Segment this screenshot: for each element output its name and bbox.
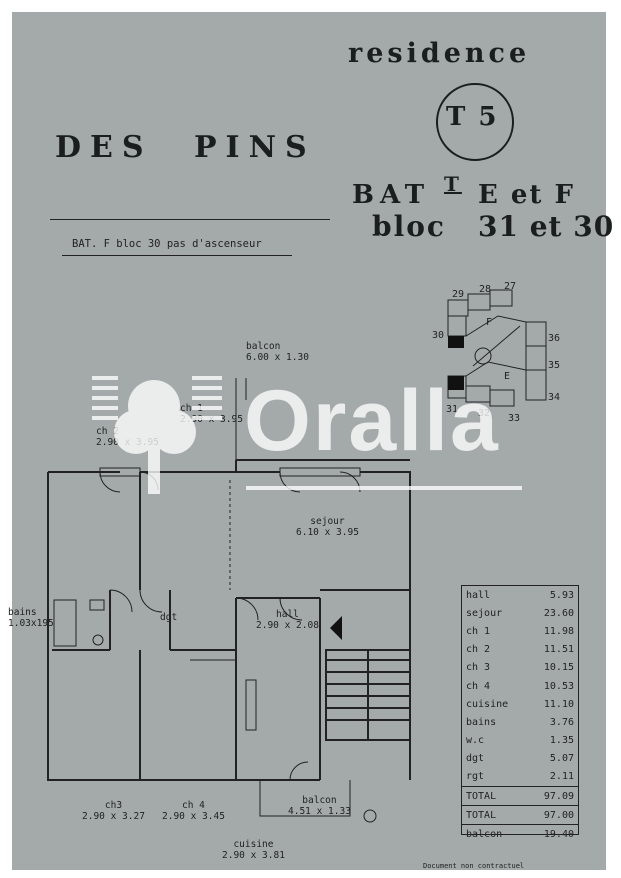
bat-prefix: BAT [352, 180, 431, 210]
plan-sheet [12, 12, 606, 870]
site-plan [447, 289, 547, 407]
type-circle [436, 83, 514, 161]
watermark-text: Oralla [244, 373, 500, 469]
title-rule [50, 219, 330, 220]
site-letter-f: F [486, 317, 493, 328]
watermark-underline [246, 486, 522, 490]
site-num-35: 35 [548, 360, 561, 371]
floor-plan [47, 378, 411, 823]
site-num-33: 33 [508, 413, 521, 424]
type-code: T 5 [446, 102, 499, 132]
site-letter-e: E [504, 371, 511, 382]
bloc-label: bloc [372, 210, 446, 243]
watermark-tree-icon [92, 376, 222, 494]
footer-note: Document non contractuel [423, 862, 525, 870]
bloc-value: 31 et 30 [478, 210, 615, 243]
plan-subtitle: BAT. F bloc 30 pas d'ascenseur [72, 238, 262, 250]
site-num-31: 31 [446, 404, 459, 415]
site-num-28: 28 [479, 284, 492, 295]
site-num-36: 36 [548, 333, 561, 344]
bat-super: T [444, 172, 462, 196]
site-num-30: 30 [432, 330, 445, 341]
site-num-29: 29 [452, 289, 465, 300]
room-dgt: dgt [160, 612, 178, 623]
residence-name: DES PINS [55, 130, 316, 165]
site-num-32: 32 [478, 408, 491, 419]
site-num-27: 27 [504, 281, 517, 292]
residence-label: residence [348, 38, 531, 69]
subtitle-underline [62, 255, 292, 256]
site-num-34: 34 [548, 392, 561, 403]
bat-value: E et F [478, 180, 575, 210]
